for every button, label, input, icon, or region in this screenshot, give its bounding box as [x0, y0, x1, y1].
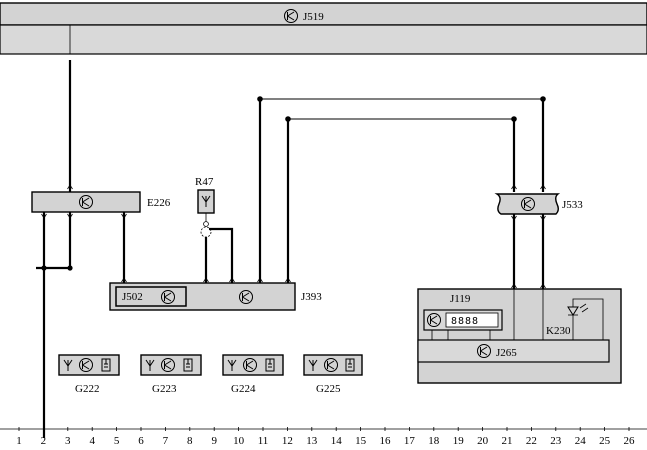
ruler-number: 8: [187, 435, 193, 447]
ruler-number: 13: [306, 435, 318, 447]
g222-label: G222: [75, 383, 99, 395]
k230-label: K230: [546, 325, 571, 337]
ruler-number: 21: [502, 435, 513, 447]
j393-module: J502 J393: [109, 282, 322, 311]
ruler-number: 12: [282, 435, 293, 447]
ruler-number: 4: [89, 435, 95, 447]
ruler-number: 14: [331, 435, 343, 447]
j533-label: J533: [562, 199, 583, 211]
g225-label: G225: [316, 383, 341, 395]
ruler-number: 5: [114, 435, 120, 447]
sensor-g222: G222: [58, 354, 120, 395]
ruler-number: 17: [404, 435, 416, 447]
sensor-g225: G225: [303, 354, 363, 395]
j265-label: J265: [496, 347, 517, 359]
j533-module: J533: [494, 193, 583, 215]
ruler-number: 26: [624, 435, 636, 447]
ruler-number: 22: [526, 435, 537, 447]
j519-module: J519: [0, 2, 647, 55]
ruler-number: 6: [138, 435, 144, 447]
j119-display: 8888: [451, 316, 479, 327]
e226-label: E226: [147, 197, 171, 209]
r47-antenna: R47: [195, 176, 215, 214]
j519-label: J519: [303, 11, 324, 23]
ruler-number: 15: [355, 435, 367, 447]
ruler-number: 7: [163, 435, 169, 447]
j502-label: J502: [122, 291, 143, 303]
r47-label: R47: [195, 176, 214, 188]
ruler-number: 19: [453, 435, 465, 447]
sensor-g224: G224: [222, 354, 284, 395]
ruler-number: 1: [16, 435, 22, 447]
ruler-number: 9: [211, 435, 217, 447]
e226-module: E226: [31, 191, 171, 213]
ruler-number: 16: [380, 435, 392, 447]
ruler-number: 24: [575, 435, 587, 447]
ruler-number: 3: [65, 435, 71, 447]
ruler-number: 25: [599, 435, 611, 447]
ruler-number: 20: [477, 435, 489, 447]
ruler-number: 11: [258, 435, 269, 447]
ruler-number: 18: [428, 435, 440, 447]
ruler-number: 23: [550, 435, 562, 447]
j393-label: J393: [301, 291, 322, 303]
g224-label: G224: [231, 383, 256, 395]
ruler-number: 2: [41, 435, 47, 447]
ruler-number: 10: [233, 435, 245, 447]
g223-label: G223: [152, 383, 177, 395]
j265-group: J265 J119 8888 K230: [417, 288, 622, 384]
j119-label: J119: [450, 293, 471, 305]
sensor-g223: G223: [140, 354, 202, 395]
